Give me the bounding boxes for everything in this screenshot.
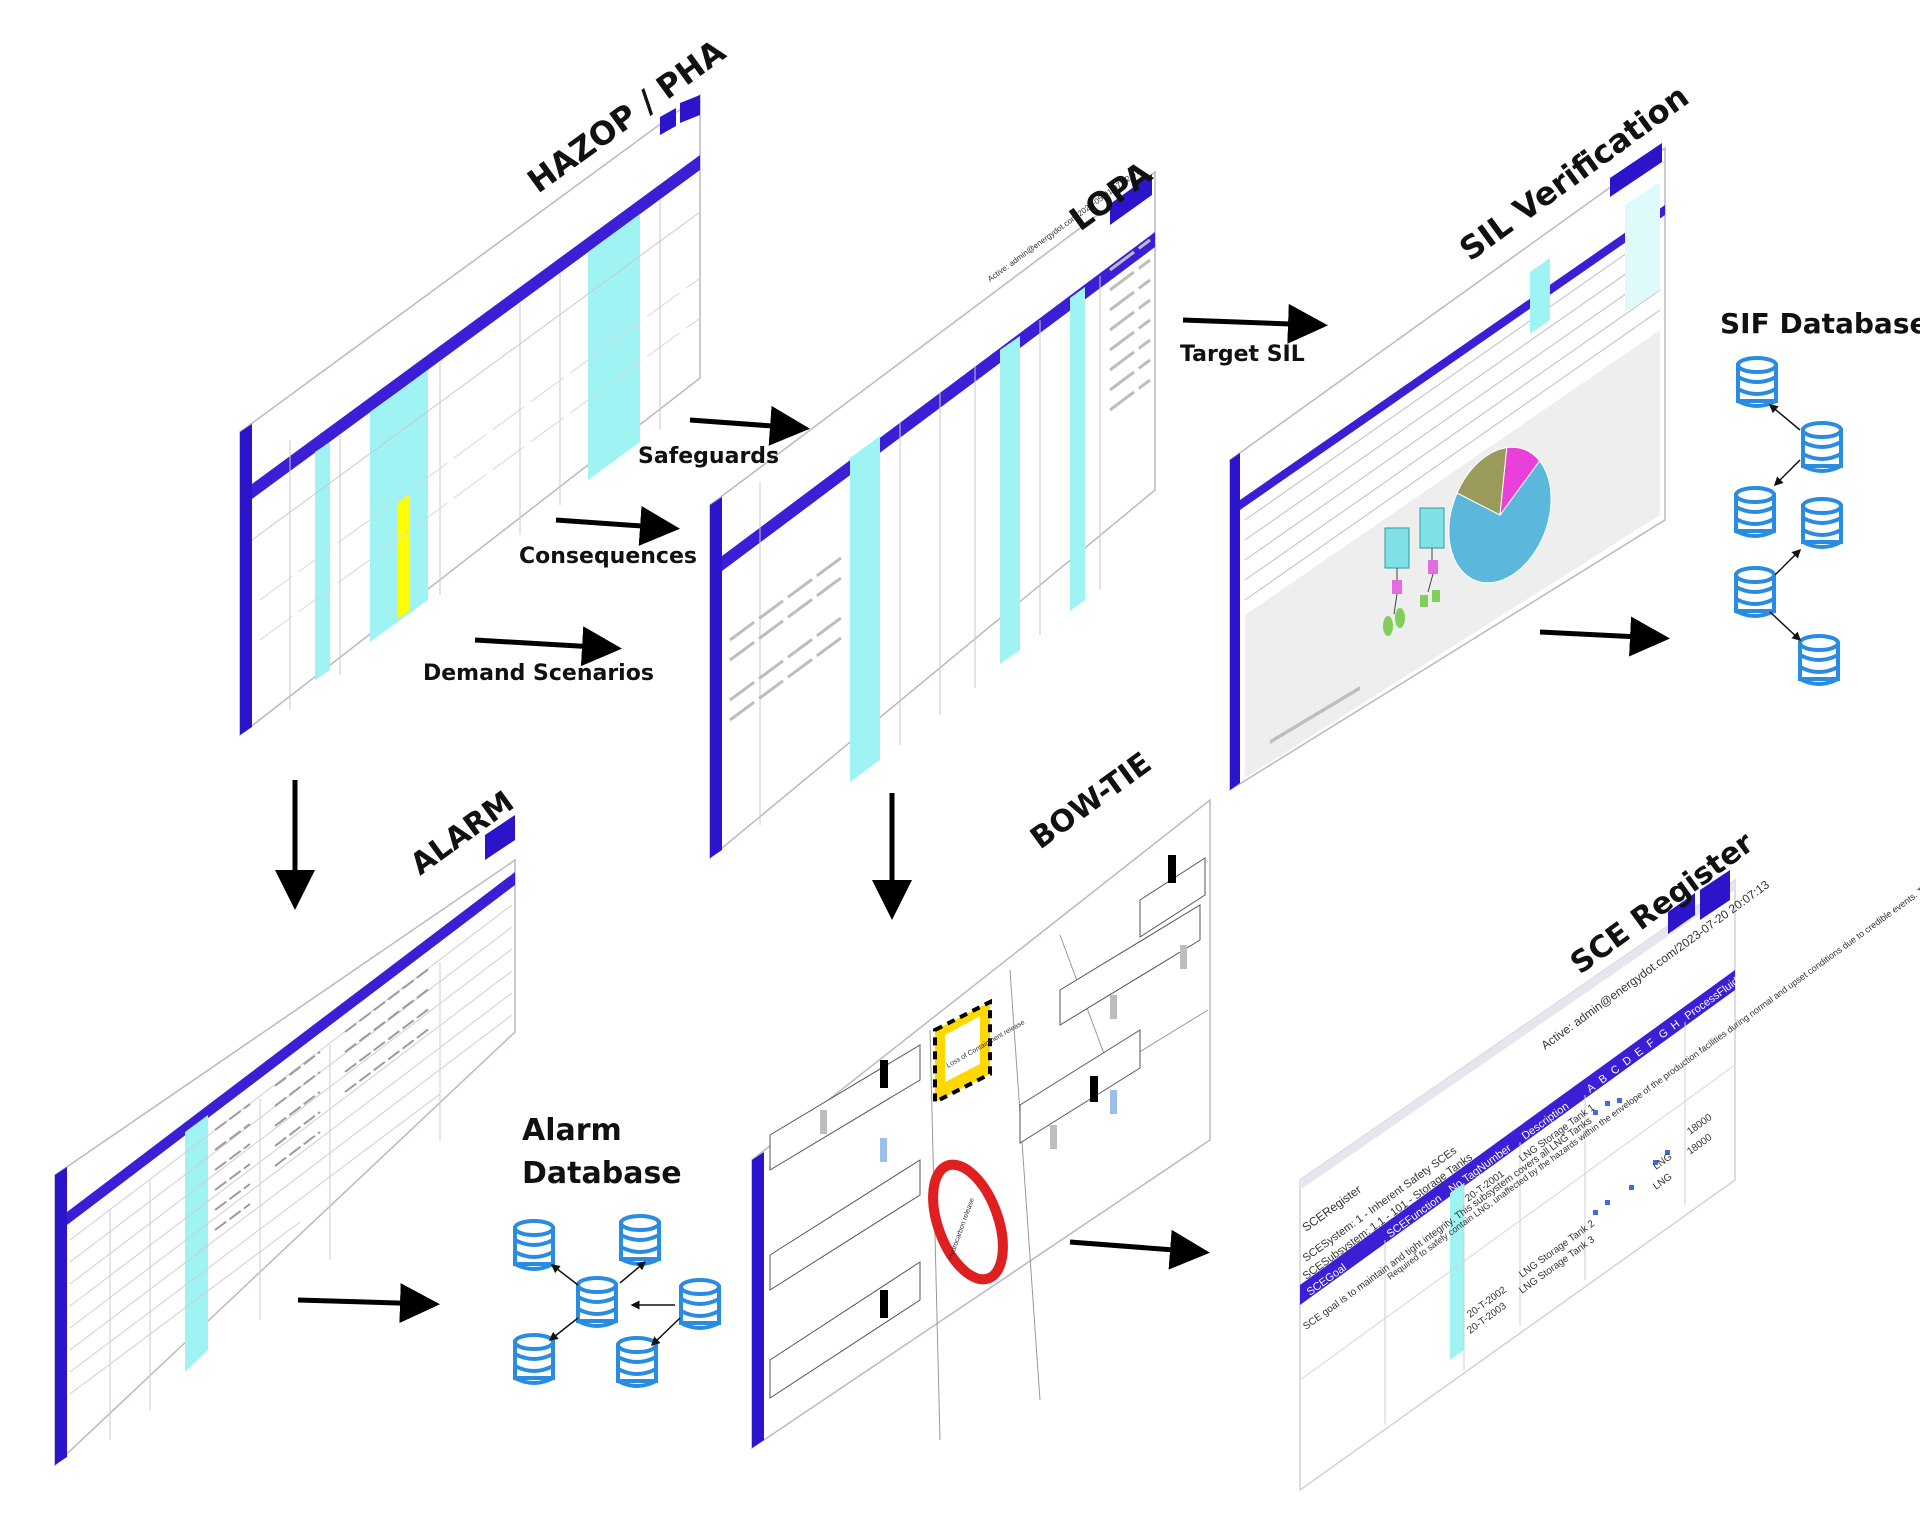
- alarm-database: Alarm Database: [513, 1113, 721, 1388]
- arrow-target-sil: [1182, 303, 1328, 344]
- arrow-demand-scenarios: [474, 626, 622, 667]
- hazop-panel: HAZOP / PHA: [239, 32, 733, 737]
- sil-diagram-block: [1419, 507, 1445, 549]
- consequences-label: Consequences: [519, 544, 697, 569]
- alarm-database-label-2: Database: [522, 1156, 682, 1191]
- safeguards-label: Safeguards: [638, 444, 779, 469]
- database-icon: [513, 1333, 555, 1385]
- database-icon: [513, 1219, 555, 1271]
- top-event-circle: [928, 1159, 1008, 1285]
- arrow-safeguards: [689, 405, 810, 446]
- alarm-database-label-1: Alarm: [522, 1113, 622, 1148]
- sce-register-panel: SCEGoal SCEFunction No TagNumber Descrip…: [1299, 616, 1920, 1492]
- database-icon: [576, 1276, 618, 1328]
- sil-diagram-block: [1428, 560, 1438, 574]
- sil-verification-panel: SIL Verification: [1229, 77, 1696, 792]
- flow-arrows: [275, 303, 1670, 1324]
- database-icon: [1734, 486, 1776, 538]
- sil-diagram-node: [1420, 595, 1428, 607]
- pie-slice: [1456, 447, 1508, 516]
- arrow-sce-register: [1069, 1229, 1210, 1270]
- database-icon: [1736, 356, 1778, 408]
- sil-diagram-block: [1384, 527, 1410, 569]
- flow-labels: Safeguards Consequences Demand Scenarios…: [423, 342, 1305, 686]
- sil-diagram-node: [1432, 590, 1440, 602]
- sif-database-label: SIF Database: [1720, 307, 1920, 340]
- sif-database: SIF Database: [1720, 307, 1920, 686]
- database-icon: [616, 1336, 658, 1388]
- database-icon: [619, 1214, 661, 1266]
- bowtie-panel: Loss of Containment release Hydrocarbon …: [751, 746, 1211, 1450]
- sil-diagram-node: [1383, 616, 1393, 636]
- sil-diagram-block: [1392, 580, 1402, 594]
- arrow-alarm-database: [297, 1283, 440, 1324]
- database-icon: [1801, 421, 1843, 473]
- pie-slice: [1499, 446, 1541, 517]
- database-icon: [679, 1278, 721, 1330]
- sil-pie-chart: [1448, 446, 1552, 584]
- demand-scenarios-label: Demand Scenarios: [423, 661, 654, 686]
- alarm-panel: ALARM: [54, 784, 521, 1467]
- database-icon: [1798, 634, 1840, 686]
- arrow-consequences: [555, 505, 680, 546]
- bowtie-title: BOW-TIE: [1024, 746, 1158, 857]
- pie-slice: [1448, 459, 1552, 584]
- target-sil-label: Target SIL: [1180, 342, 1305, 367]
- lopa-panel: Active: admin@energydot.com/2023-05-01 0…: [709, 154, 1159, 860]
- database-icon: [1801, 497, 1843, 549]
- arrow-sif-database: [1539, 616, 1670, 657]
- sil-diagram-node: [1395, 608, 1405, 628]
- database-icon: [1734, 566, 1776, 618]
